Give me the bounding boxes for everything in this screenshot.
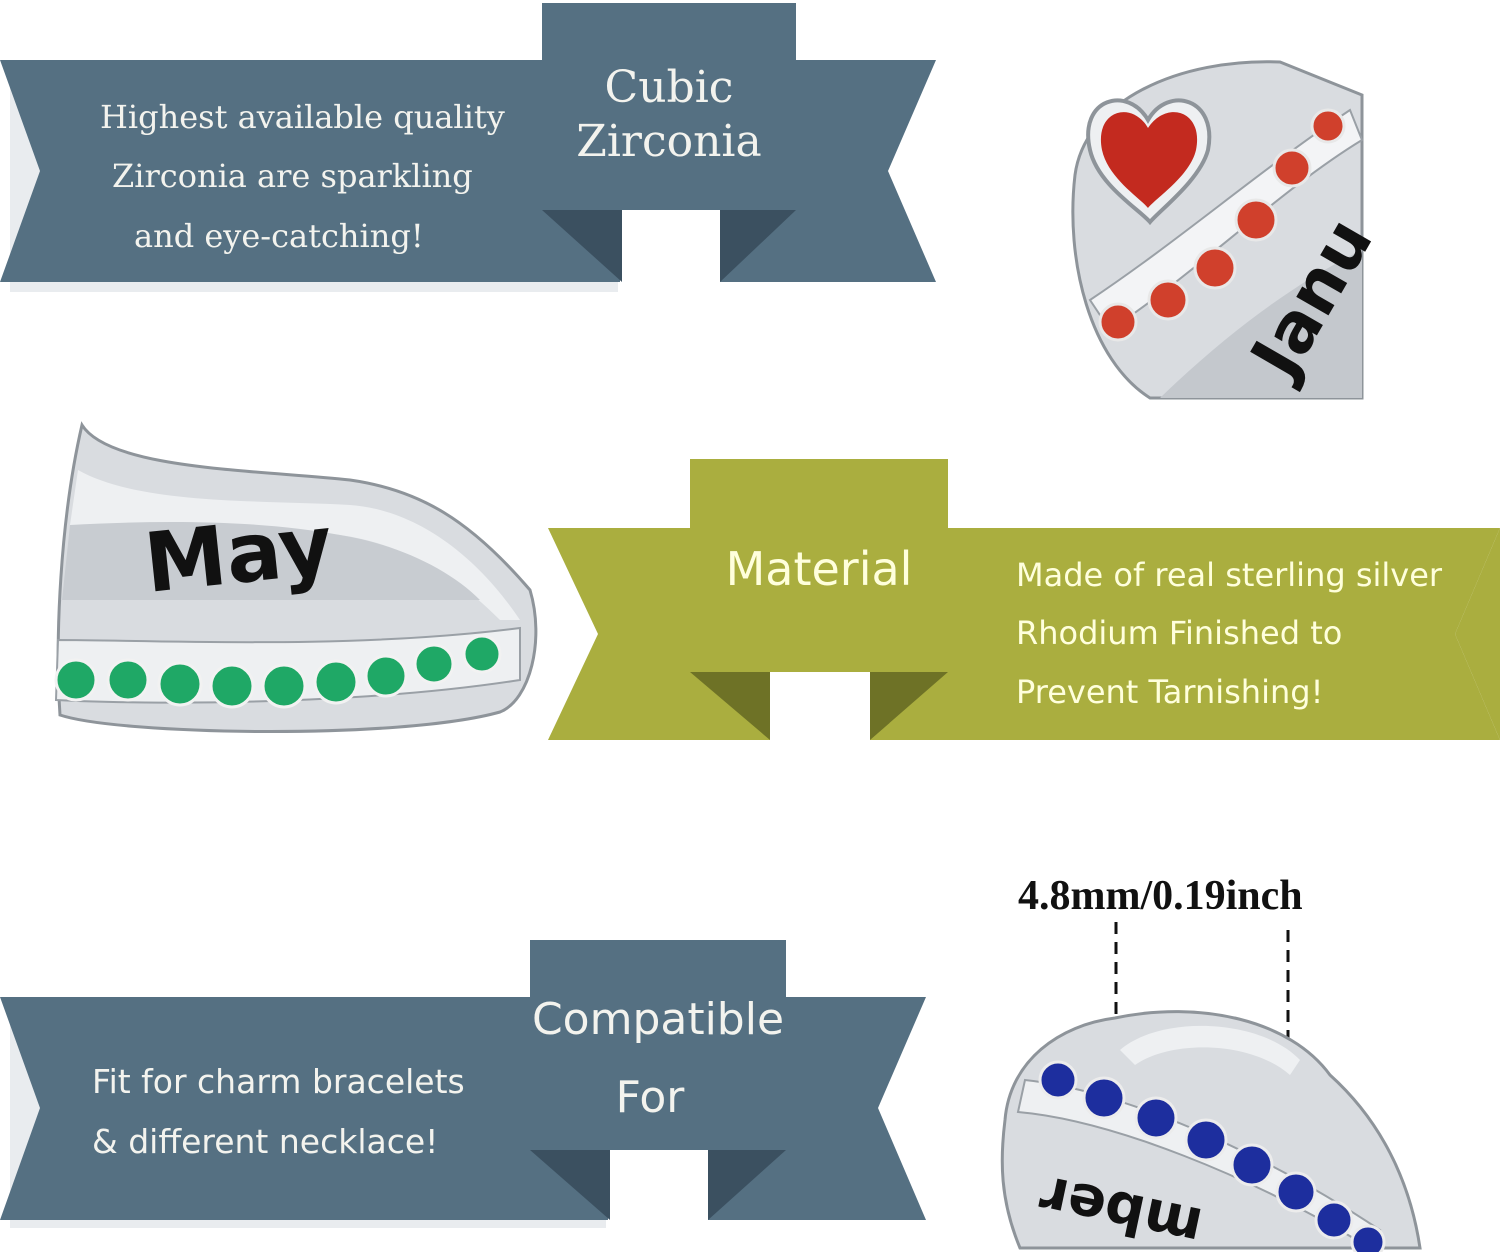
charm-loop — [1120, 1025, 1300, 1075]
section3-title-line2: For — [615, 1072, 685, 1123]
engraving-text: May — [140, 498, 337, 612]
ribbon-fold-left — [690, 672, 770, 740]
section1-desc-line1: Highest available quality — [100, 98, 505, 136]
section1-desc-line2: Zirconia are sparkling — [112, 157, 473, 195]
garnet-stones — [1098, 108, 1346, 342]
section3-title-line1: Compatible — [531, 994, 785, 1045]
ribbon-fold-right — [720, 210, 796, 282]
ribbon-compatible — [0, 940, 926, 1228]
emerald-stones — [54, 634, 502, 709]
section2-title: Material — [725, 542, 913, 596]
heart-ring-charm-icon: Janu — [1071, 60, 1389, 400]
section2-desc-line2: Rhodium Finished to — [1016, 614, 1343, 652]
section1-title-line1: Cubic — [604, 62, 734, 113]
ribbon-fold-left — [542, 210, 622, 282]
ribbon-fold-right — [708, 1150, 786, 1220]
ribbon-fold-left — [530, 1150, 610, 1220]
section2-desc-line1: Made of real sterling silver — [1016, 556, 1443, 594]
ribbon-fold-right — [870, 672, 948, 740]
sapphire-ring-charm-icon: mber — [1000, 922, 1422, 1252]
heart-gem — [1100, 112, 1198, 208]
section1-title-line2: Zirconia — [576, 116, 762, 167]
ribbon-title-panel — [690, 459, 948, 672]
section3-desc-line2: & different necklace! — [92, 1122, 439, 1161]
ribbon-left-band — [0, 997, 608, 1220]
section1-desc-line3: and eye-catching! — [134, 217, 424, 255]
ribbon-right-band-fill — [870, 528, 1500, 740]
section3-desc-line1: Fit for charm bracelets — [92, 1062, 465, 1101]
dimension-label: 4.8mm/0.19inch — [1018, 873, 1303, 919]
sapphire-stones — [1038, 1060, 1386, 1252]
section2-desc-line3: Prevent Tarnishing! — [1016, 673, 1324, 711]
ribbon-cubic-zirconia — [0, 3, 936, 292]
charm-plaque — [62, 522, 480, 600]
ribbon-title-panel — [530, 940, 786, 1150]
name-ring-charm-icon: May — [54, 421, 538, 733]
ribbon-left-band — [0, 60, 620, 282]
ribbon-material — [548, 459, 1500, 740]
charm-top-band — [70, 470, 520, 620]
ribbon-title-panel — [542, 3, 796, 210]
charm-inner-shadow — [1160, 250, 1362, 398]
